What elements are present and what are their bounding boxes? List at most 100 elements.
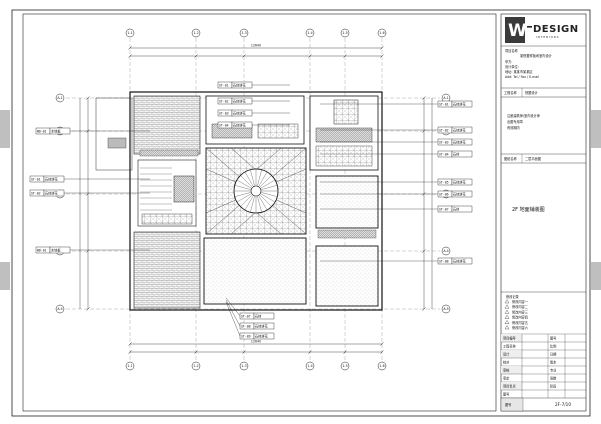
grid-label-right: A-5 — [443, 307, 448, 311]
grid-label-top: 1-5 — [342, 31, 347, 35]
client-line-1: 甲方: — [505, 59, 512, 64]
tag-name: 石材拼花 — [255, 333, 269, 338]
tag-code: ST-07 — [241, 314, 251, 318]
tag-name: 石材拼花 — [233, 82, 247, 87]
grid-label-left: A-1 — [57, 96, 62, 100]
tag-code: ST-04 — [219, 123, 229, 127]
material-tag: ST-08 石材拼花 — [225, 299, 275, 330]
info-cell: 阶段 — [550, 383, 557, 388]
tag-name: 石材拼花 — [45, 176, 59, 181]
tag-name: 木地板 — [51, 247, 61, 252]
tag-code: WD-01 — [37, 129, 47, 133]
client-line-3: 地址: 某某市某某区 — [505, 69, 533, 74]
grid-label-top: 1-4 — [307, 31, 312, 35]
tag-code: ST-03 — [219, 111, 229, 115]
info-cell: 比例 — [550, 343, 556, 348]
tag-code: WD-01 — [37, 248, 47, 252]
info-cell: 设计 — [503, 351, 510, 356]
info-cell: 日期 — [550, 351, 556, 356]
outer-frame — [11, 9, 591, 417]
grid-bubble-bottom — [305, 361, 315, 371]
tag-code: ST-04 — [439, 152, 449, 156]
revision-triangle-icon — [504, 325, 510, 330]
room-south-east — [315, 245, 379, 307]
revision-item: 修改内容四 — [512, 315, 528, 320]
section2-value: 二层平面图 — [525, 156, 541, 161]
grid-label-bottom: 1-2 — [193, 364, 198, 368]
tag-name: 木地板 — [51, 128, 61, 133]
revision-item: 修改内容二 — [512, 304, 528, 309]
grid-label-right: A-4 — [443, 249, 448, 253]
tag-name: 石材拼花 — [453, 127, 467, 132]
tag-name: 石材拼花 — [453, 139, 467, 144]
brand-logo: W DESIGN INTERIORS — [505, 17, 578, 43]
info-cell: 版本 — [550, 359, 557, 364]
tag-name: 石材 — [453, 206, 460, 211]
info-cell: 审定 — [503, 375, 510, 380]
tag-code: ST-06 — [439, 192, 449, 196]
tag-code: ST-02 — [439, 128, 449, 132]
revision-header: 修改记录 — [506, 294, 520, 299]
logo-sub: INTERIORS — [536, 35, 559, 39]
revision-item: 修改内容六 — [512, 325, 529, 330]
grid-bubble-right — [441, 304, 451, 314]
grid-bubble-left — [55, 304, 65, 314]
info-cell: 图号 — [503, 391, 509, 396]
grid-bubble-top — [191, 28, 201, 38]
tag-code: ST-07 — [439, 207, 449, 211]
grid-bubble-bottom — [340, 361, 350, 371]
tag-name: 石材拼花 — [233, 122, 247, 127]
grid-bubble-bottom — [191, 361, 201, 371]
revision-item: 修改内容一 — [512, 299, 529, 304]
room-left-lower-wood — [133, 231, 201, 309]
revision-triangle-icon — [504, 304, 510, 309]
tag-name: 石材拼花 — [453, 101, 467, 106]
revision-item: 修改内容五 — [512, 320, 529, 325]
info-cell: 项目编号 — [503, 335, 516, 340]
revision-triangle-icon — [504, 320, 510, 324]
grid-bubble-bottom — [125, 361, 135, 371]
info-cell: 校对 — [503, 359, 510, 364]
info-cell: 项目负责 — [503, 383, 516, 388]
overall-dimension: 12640 — [251, 44, 261, 48]
grid-bubble-bottom — [239, 361, 249, 371]
info-cell: 专业 — [550, 367, 556, 372]
info-cell: 图号 — [550, 335, 556, 340]
right-edge-tab-lower — [591, 262, 601, 290]
grid-label-bottom: 1-1 — [127, 364, 132, 368]
grid-label-right: A-1 — [443, 96, 448, 100]
elevator — [173, 175, 195, 203]
tag-name: 石材拼花 — [255, 323, 269, 328]
grid-bubble-top — [125, 28, 135, 38]
material-tag: ST-02 石材拼花 — [320, 126, 473, 134]
info-cell: 张数 — [550, 375, 557, 380]
sheet-number-label: 图号 — [505, 402, 511, 407]
grid-bubble-right — [441, 246, 451, 256]
section2-label: 图纸名称 — [504, 156, 518, 161]
left-edge-tab-upper — [0, 110, 10, 148]
grid-bubble-top — [340, 28, 350, 38]
grid-label-top: 1-3 — [241, 31, 246, 35]
tag-name: 石材拼花 — [45, 190, 59, 195]
client-line-2: 设计单位: — [505, 64, 519, 69]
spiral-stair — [233, 168, 279, 214]
client-line-4: Add: Tel / Fax / E-mail — [505, 75, 539, 79]
right-edge-tab-upper — [591, 110, 601, 148]
grid-label-bottom: 1-3 — [241, 364, 246, 368]
drawing-frame — [22, 13, 497, 412]
material-tag: ST-07 石材 — [320, 205, 473, 213]
tag-code: ST-08 — [241, 324, 251, 328]
grid-bubble-left — [55, 93, 65, 103]
grid-label-left: A-5 — [57, 307, 62, 311]
grid-bubble-top — [239, 28, 249, 38]
info-cell: 审核 — [503, 367, 510, 372]
left-edge-tab-lower — [0, 262, 10, 290]
tag-name: 石材拼花 — [453, 179, 467, 184]
